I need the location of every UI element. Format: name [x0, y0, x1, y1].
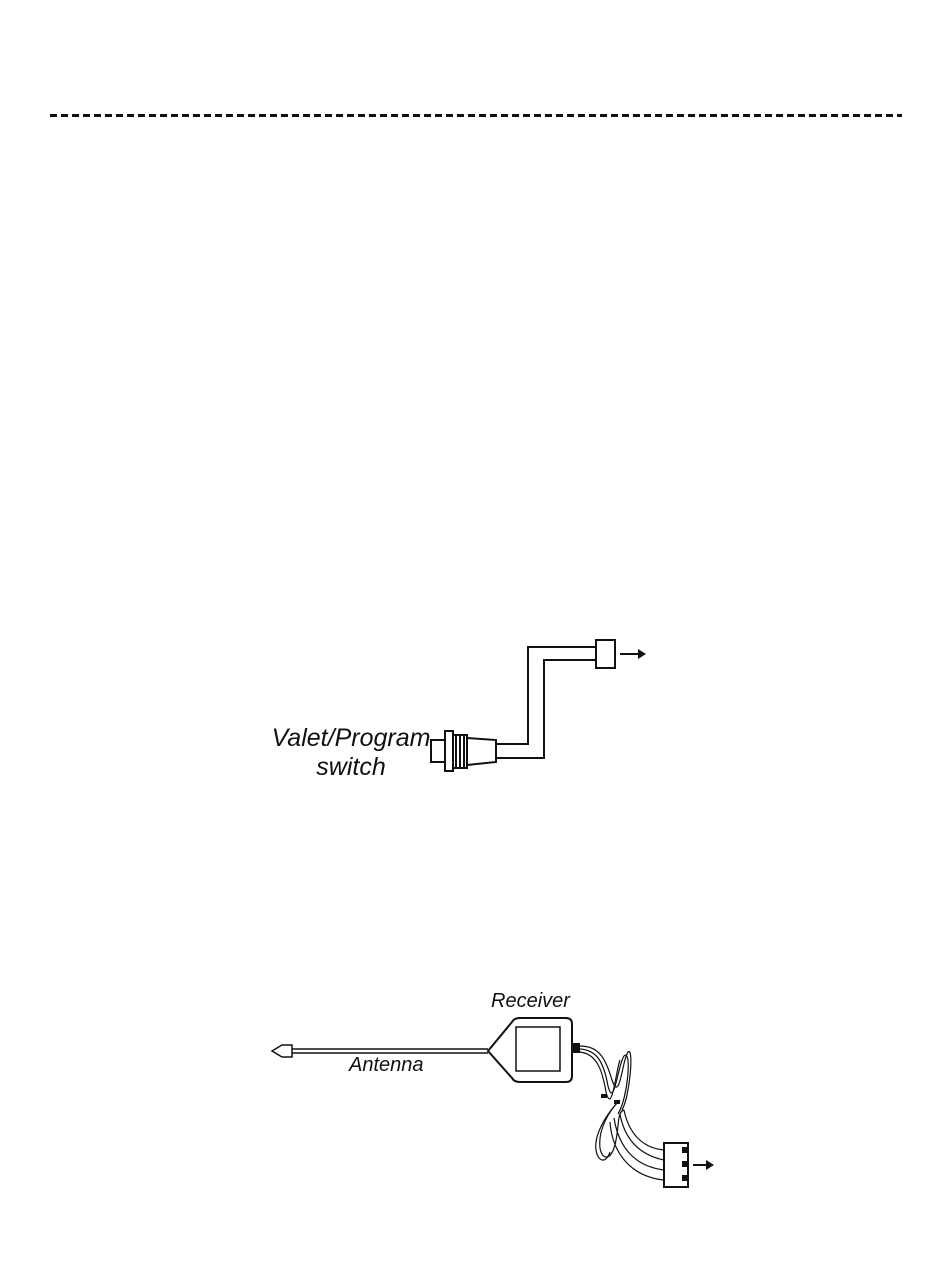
receiver-arrow-head	[706, 1160, 714, 1170]
valet-switch-label-line2: switch	[270, 753, 432, 782]
receiver-plug	[572, 1043, 580, 1053]
receiver-harness-coil	[580, 1046, 664, 1180]
valet-switch-diagram	[431, 640, 646, 771]
antenna-tip	[272, 1045, 292, 1057]
coil-tie	[614, 1100, 620, 1104]
valet-switch-label: Valet/Program switch	[270, 724, 432, 782]
switch-connector	[596, 640, 615, 668]
switch-arrow-head	[638, 649, 646, 659]
switch-flange	[445, 731, 453, 771]
coil-tie	[601, 1094, 607, 1098]
receiver-window	[516, 1027, 560, 1071]
switch-button-cap	[431, 740, 445, 762]
switch-boot	[467, 738, 496, 765]
valet-switch-label-line1: Valet/Program	[270, 724, 432, 753]
receiver-label: Receiver	[491, 990, 570, 1013]
connector-pin	[682, 1147, 688, 1153]
receiver-diagram	[272, 1018, 714, 1187]
connector-pin	[682, 1175, 688, 1181]
antenna-label: Antenna	[349, 1054, 424, 1077]
switch-wire-outer	[496, 647, 596, 744]
connector-pin	[682, 1161, 688, 1167]
